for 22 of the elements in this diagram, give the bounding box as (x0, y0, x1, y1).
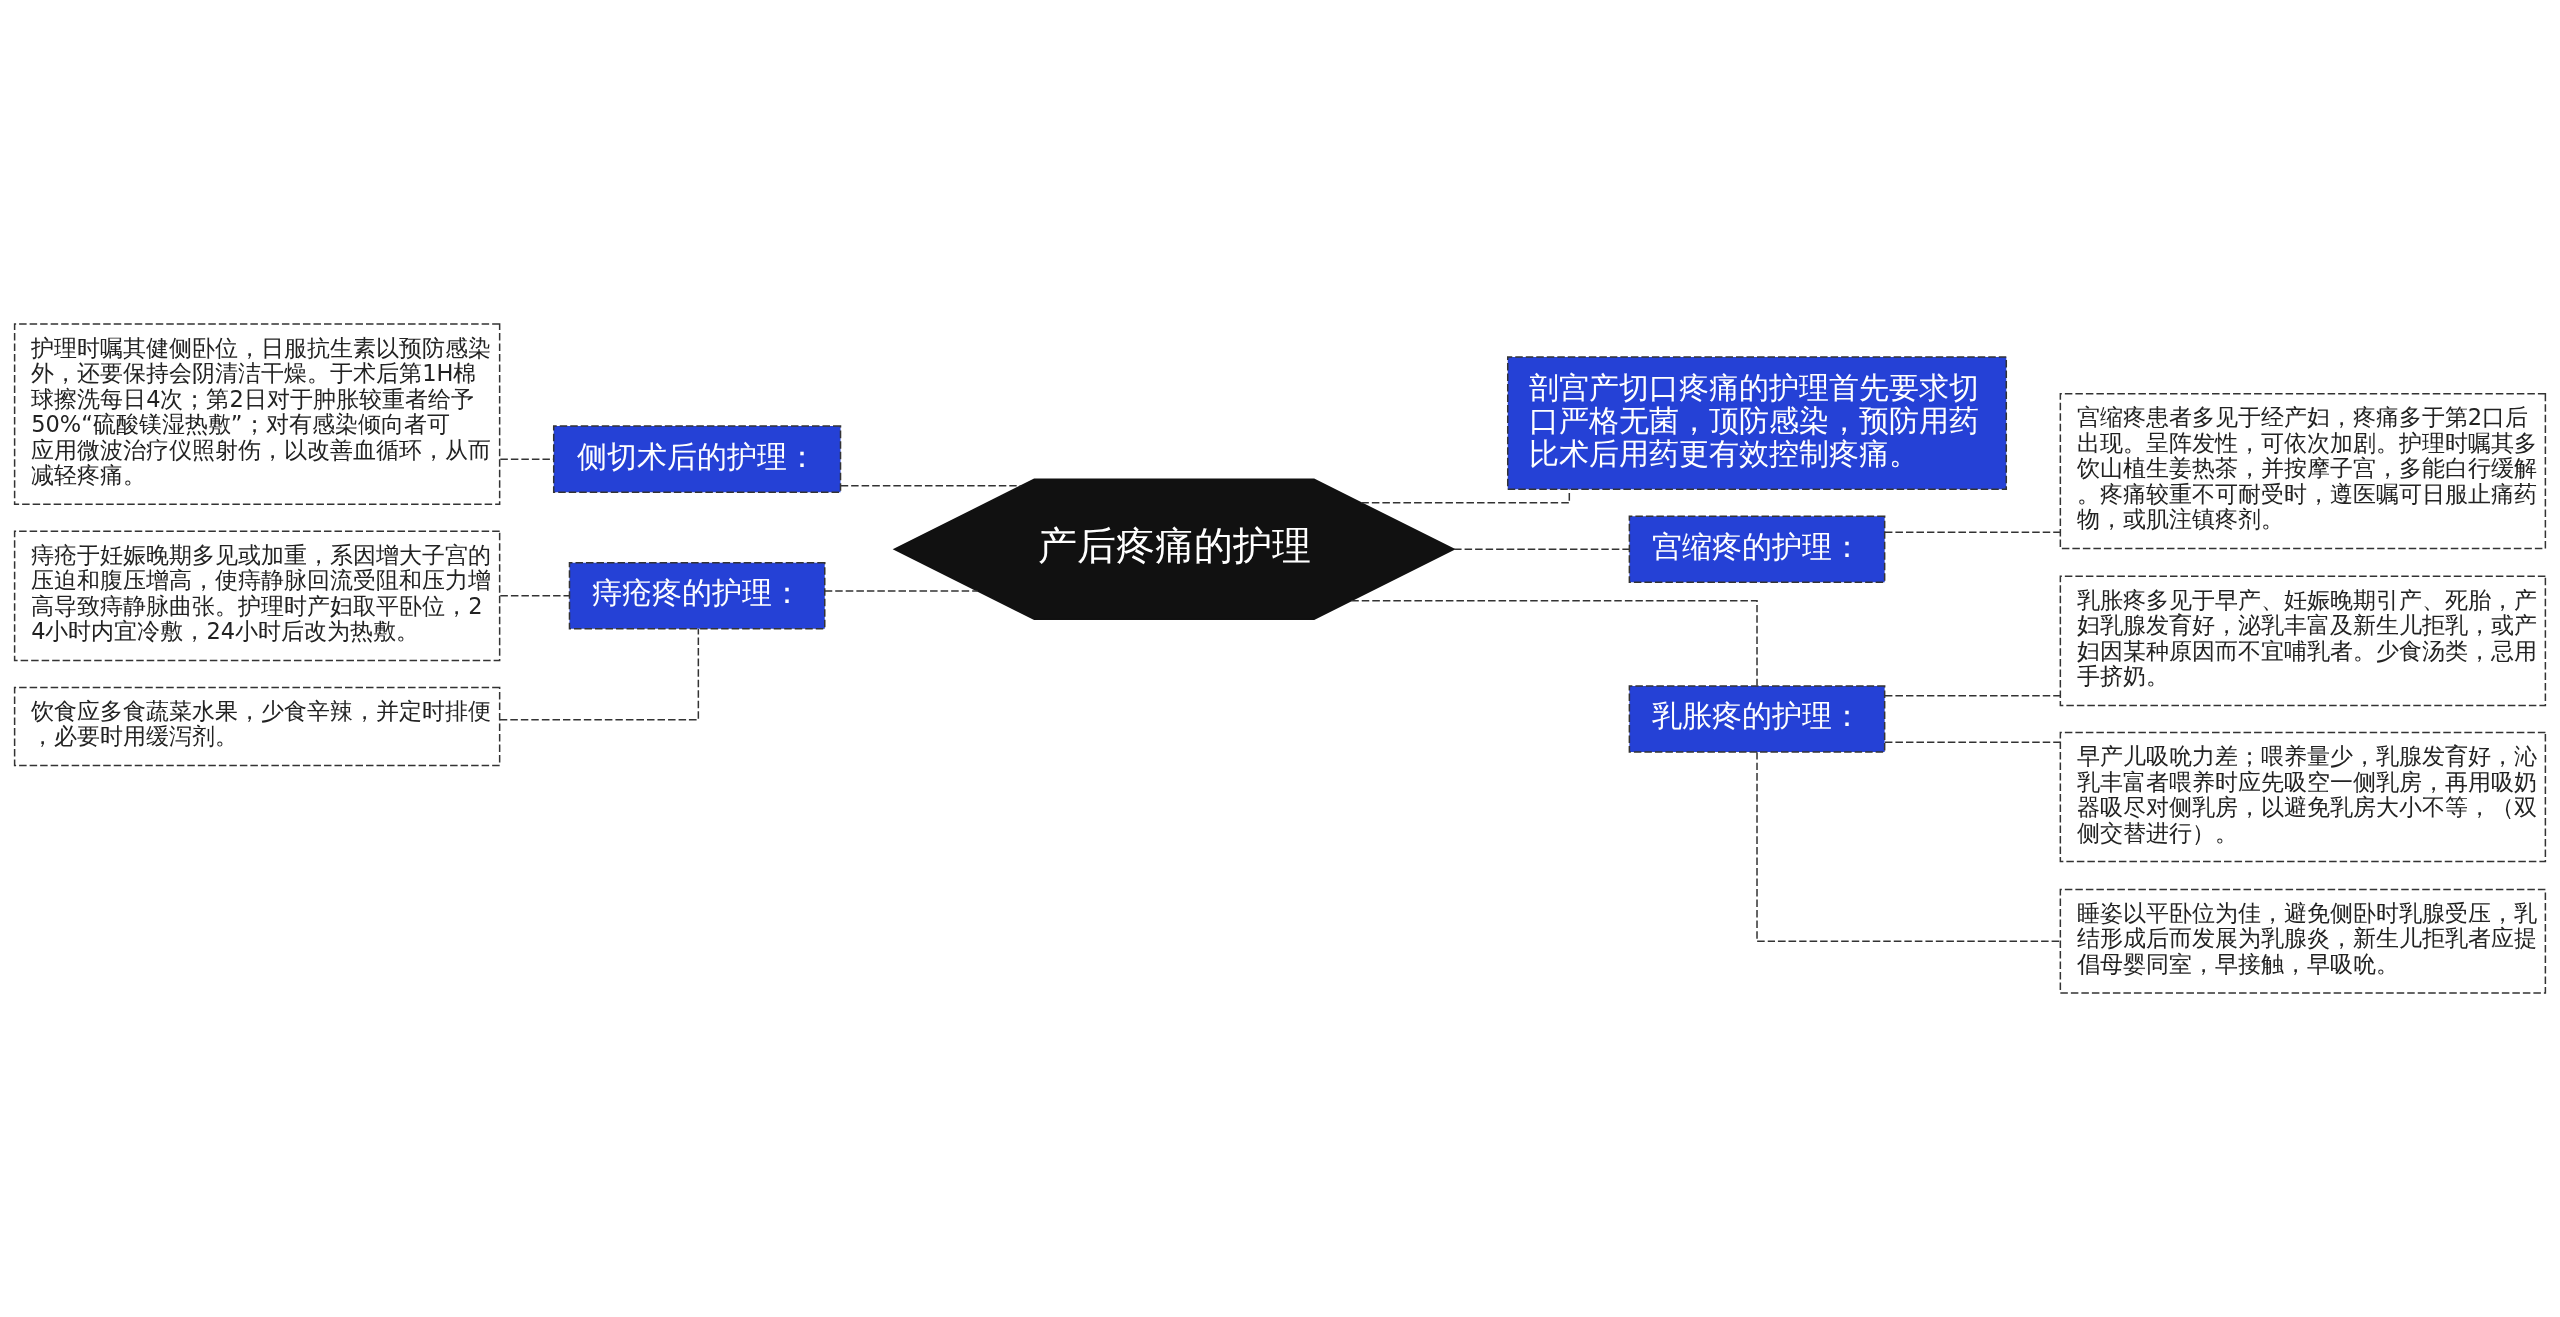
connector (499, 595, 570, 597)
node-box: 饮食应多食蔬菜水果，少食辛辣，并定时排便，必要时用缓泻剂。 (13, 686, 501, 767)
connector (824, 590, 979, 592)
node-box: 宫缩疼的护理： (1628, 515, 1886, 584)
node-box: 早产儿吸吮力差；喂养量少，乳腺发育好，沁乳丰富者喂养时应先吸空一侧乳房，再用吸奶器吸尽对侧乳房，以避免乳房大小不等，（双侧交替进行）。 (2059, 731, 2547, 863)
node-box: 乳胀疼的护理： (1628, 685, 1886, 753)
connector (1884, 741, 2061, 743)
node-box: 侧切术后的护理： (552, 425, 842, 493)
node-box: 痔疮疼的护理： (568, 562, 826, 630)
connector (1884, 531, 2061, 534)
connector (498, 628, 700, 721)
connector (1453, 548, 1630, 550)
connector (840, 485, 1022, 487)
node-box: 睡姿以平卧位为佳，避免侧卧时乳腺受压，乳结形成后而发展为乳腺炎，新生儿拒乳者应提倡母婴同室，早接触，早吸吮。 (2059, 888, 2547, 994)
node-box: 乳胀疼多见于早产、妊娠晚期引产、死胎，产妇乳腺发育好，泌乳丰富及新生儿拒乳，或产妇因某种原因而不宜哺乳者。少食汤类，忌用手挤奶。 (2059, 575, 2547, 707)
connector (1756, 751, 2061, 942)
node-box: 痔疮于妊娠晚期多见或加重，系因增大子宫的压迫和腹压增高，使痔静脉回流受阻和压力增高导致痔静脉曲张。护理时产妇取平卧位，24小时内宜冷敷，24小时后改为热敷。 (13, 530, 501, 662)
node-box: 宫缩疼患者多见于经产妇，疼痛多于第2口后出现。呈阵发性，可依次加剧。护理时嘱其多饮山植生姜热茶，并按摩子宫，多能白行缓解。疼痛较重不可耐受时，遵医嘱可日服止痛药物，或肌注镇疼剂。 (2059, 393, 2547, 550)
node-box: 护理时嘱其健侧卧位，日服抗生素以预防感染外，还要保持会阴清洁干燥。于术后第1H棉球擦洗每日4次；第2日对于肿胀较重者给予50%“硫酸镁湿热敷”；对有感染倾向者可应用微波治疗仪照射伤，以改善血循环，从而减轻疼痛。 (13, 323, 501, 505)
connector (1884, 694, 2061, 697)
connector (1350, 599, 1758, 687)
node-box: 剖宫产切口疼痛的护理首先要求切口严格无菌，顶防感染，预防用药比术后用药更有效控制疼痛。 (1507, 356, 2008, 490)
